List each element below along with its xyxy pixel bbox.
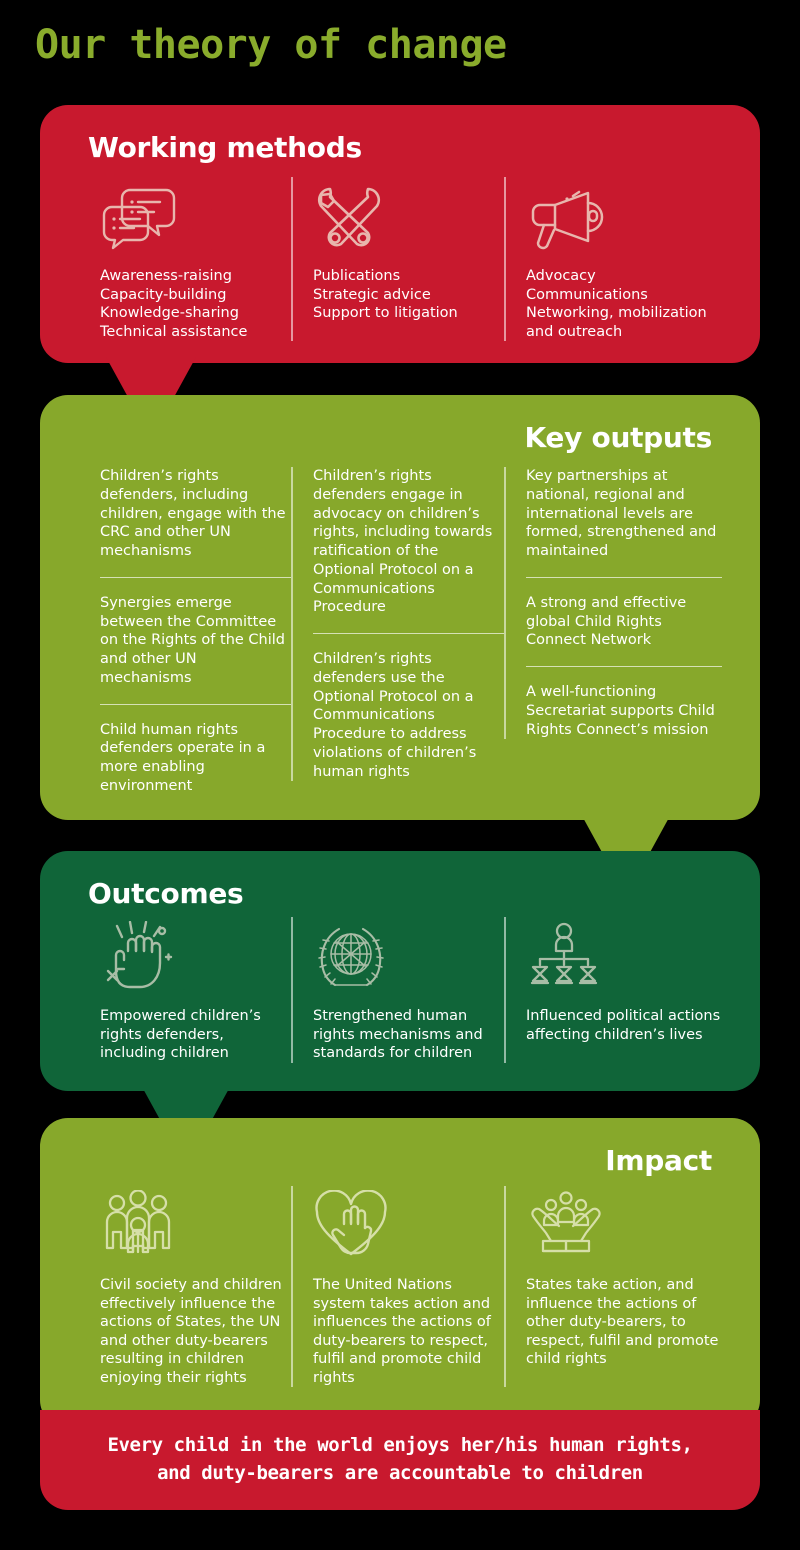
list-item: Capacity-building	[100, 286, 227, 303]
list-item: Communications	[526, 286, 648, 303]
list-item: Support to litigation	[313, 305, 458, 322]
working-methods-list-3: Advocacy Communications Networking, mobi…	[526, 267, 722, 341]
list-item: Publications	[313, 268, 401, 284]
key-output-item: Children’s rights defenders, including c…	[100, 468, 286, 560]
outcomes-text-3: Influenced political actions affecting c…	[526, 1008, 721, 1043]
list-item: Awareness-raising	[100, 268, 232, 284]
key-outputs-column-3: Key partnerships at national, regional a…	[504, 467, 722, 740]
outcomes-text-2: Strengthened human rights mechanisms and…	[313, 1008, 483, 1062]
list-item: Advocacy	[526, 268, 596, 284]
family-group-icon	[100, 1186, 291, 1262]
divider	[100, 703, 291, 705]
hands-holding-people-icon	[526, 1186, 722, 1262]
impact-column-3: States take action, and influence the ac…	[504, 1186, 722, 1388]
working-methods-column-2: Publications Strategic advice Support to…	[291, 177, 504, 342]
outcomes-column-3: Influenced political actions affecting c…	[504, 917, 722, 1063]
megaphone-icon	[526, 177, 722, 253]
key-output-item: Children’s rights defenders use the Opti…	[313, 651, 477, 780]
working-methods-list-1: Awareness-raising Capacity-building Know…	[100, 267, 291, 341]
speech-bubbles-icon	[100, 177, 291, 253]
outcomes-text-1: Empowered children’s rights defenders, i…	[100, 1008, 261, 1062]
impact-text-3: States take action, and influence the ac…	[526, 1277, 719, 1368]
working-methods-title: Working methods	[88, 131, 362, 164]
tools-wrench-screwdriver-icon	[313, 177, 504, 253]
key-output-item: Child human rights defenders operate in …	[100, 721, 266, 794]
working-methods-column-3: Advocacy Communications Networking, mobi…	[504, 177, 722, 342]
list-item: Technical assistance	[100, 323, 248, 340]
section-key-outputs: Key outputs Children’s rights defenders,…	[40, 395, 760, 820]
footer-line-1: Every child in the world enjoys her/his …	[107, 1434, 693, 1457]
key-outputs-column-1: Children’s rights defenders, including c…	[78, 467, 291, 796]
list-item: Networking, mobilization	[526, 305, 707, 322]
impact-column-1: Civil society and children effectively i…	[78, 1186, 291, 1387]
impact-column-2: The United Nations system takes action a…	[291, 1186, 504, 1388]
section-working-methods: Working methods Awareness-raising Capaci…	[40, 105, 760, 363]
raised-fist-icon	[100, 917, 291, 993]
list-item: and outreach	[526, 323, 623, 340]
divider	[526, 666, 722, 668]
key-output-item: Key partnerships at national, regional a…	[526, 468, 717, 560]
impact-text-2: The United Nations system takes action a…	[313, 1277, 491, 1386]
impact-text-1: Civil society and children effectively i…	[100, 1277, 282, 1386]
divider	[100, 576, 291, 578]
footer-banner: Every child in the world enjoys her/his …	[40, 1410, 760, 1510]
outcomes-column-2: Strengthened human rights mechanisms and…	[291, 917, 504, 1063]
divider	[526, 576, 722, 578]
impact-title: Impact	[605, 1144, 712, 1177]
heart-with-hand-icon	[313, 1186, 504, 1262]
section-outcomes: Outcomes Empowered children’s rights def…	[40, 851, 760, 1091]
working-methods-list-2: Publications Strategic advice Support to…	[313, 267, 504, 323]
key-output-item: Synergies emerge between the Committee o…	[100, 594, 285, 686]
section-impact: Impact Civil society and children effect…	[40, 1118, 760, 1428]
organisation-hierarchy-icon	[526, 917, 722, 993]
key-outputs-column-2: Children’s rights defenders engage in ad…	[291, 467, 504, 782]
united-nations-emblem-icon	[313, 917, 504, 993]
key-output-item: Children’s rights defenders engage in ad…	[313, 468, 493, 616]
working-methods-column-1: Awareness-raising Capacity-building Know…	[78, 177, 291, 341]
key-output-item: A strong and effective global Child Righ…	[526, 594, 687, 649]
footer-statement: Every child in the world enjoys her/his …	[107, 1432, 692, 1487]
list-item: Strategic advice	[313, 286, 431, 303]
key-output-item: A well-functioning Secretariat supports …	[526, 684, 715, 738]
key-outputs-title: Key outputs	[524, 421, 713, 454]
outcomes-title: Outcomes	[88, 877, 244, 910]
outcomes-column-1: Empowered children’s rights defenders, i…	[78, 917, 291, 1063]
page-title: Our theory of change	[35, 22, 507, 68]
divider	[313, 633, 504, 635]
footer-line-2: and duty-bearers are accountable to chil…	[157, 1462, 643, 1484]
list-item: Knowledge-sharing	[100, 305, 239, 322]
